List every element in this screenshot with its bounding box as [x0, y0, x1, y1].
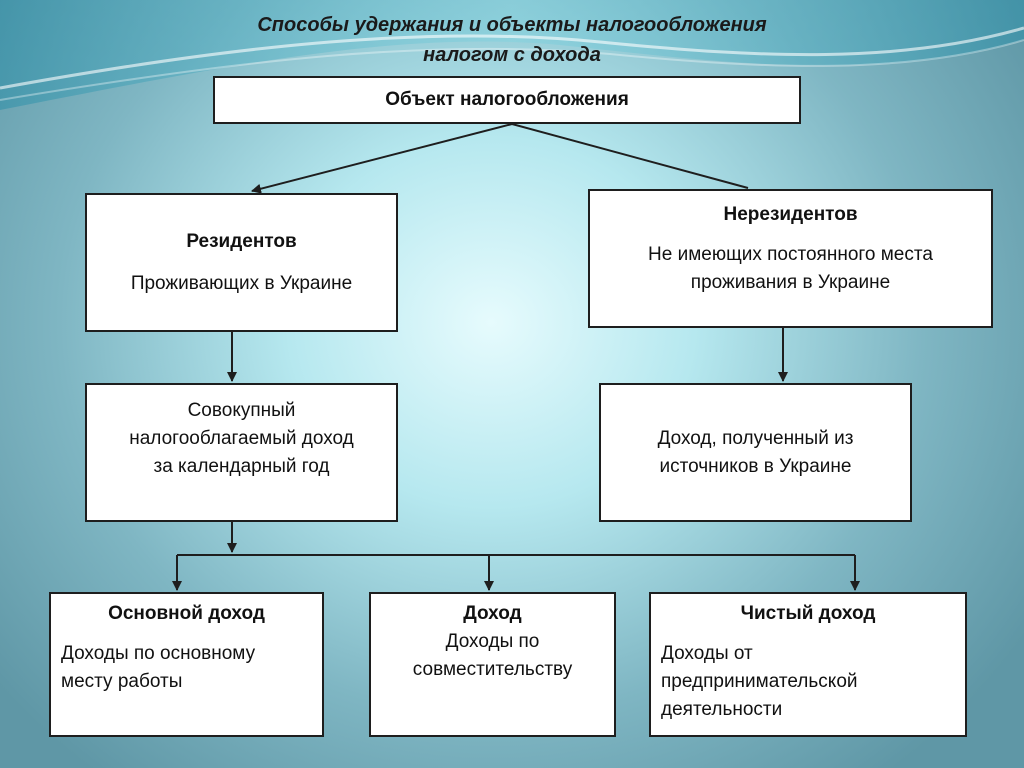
box-side-income-heading: Доход [463, 603, 522, 624]
box-side-income-text: Доходы по совместительству [412, 631, 573, 680]
line-object-to-nonresidents [511, 123, 749, 189]
page-title: Способы удержания и объекты налогообложе… [180, 10, 844, 70]
box-main-income: Основной доход Доходы по основному месту… [49, 592, 324, 737]
box-net-income-text: Доходы от предпринимательской деятельнос… [661, 643, 858, 720]
box-tax-object: Объект налогообложения [213, 76, 801, 124]
arrow-object-to-residents [251, 123, 513, 194]
box-main-income-heading: Основной доход [108, 603, 265, 624]
box-nonresidents-heading: Нерезидентов [723, 204, 858, 225]
box-nonresidents: Нерезидентов Не имеющих постоянного мест… [588, 189, 993, 328]
box-net-income-heading: Чистый доход [740, 603, 876, 624]
box-total-taxable-income-text: Совокупный налогооблагаемый доход за кал… [129, 400, 354, 477]
box-ukraine-source-income: Доход, полученный из источников в Украин… [599, 383, 912, 522]
box-main-income-text: Доходы по основному месту работы [61, 643, 256, 692]
box-total-taxable-income: Совокупный налогооблагаемый доход за кал… [85, 383, 398, 522]
box-residents: Резидентов Проживающих в Украине [85, 193, 398, 332]
box-net-income: Чистый доход Доходы от предпринимательск… [649, 592, 967, 737]
title-line-2: налогом с дохода [423, 44, 601, 66]
box-ukraine-source-income-text: Доход, полученный из источников в Украин… [657, 427, 854, 477]
box-tax-object-heading: Объект налогообложения [385, 89, 629, 110]
box-residents-text: Проживающих в Украине [130, 272, 353, 294]
box-residents-heading: Резидентов [186, 230, 297, 252]
box-nonresidents-text: Не имеющих постоянного места проживания … [648, 244, 933, 293]
box-side-income: Доход Доходы по совместительству [369, 592, 616, 737]
title-line-1: Способы удержания и объекты налогообложе… [257, 14, 767, 36]
